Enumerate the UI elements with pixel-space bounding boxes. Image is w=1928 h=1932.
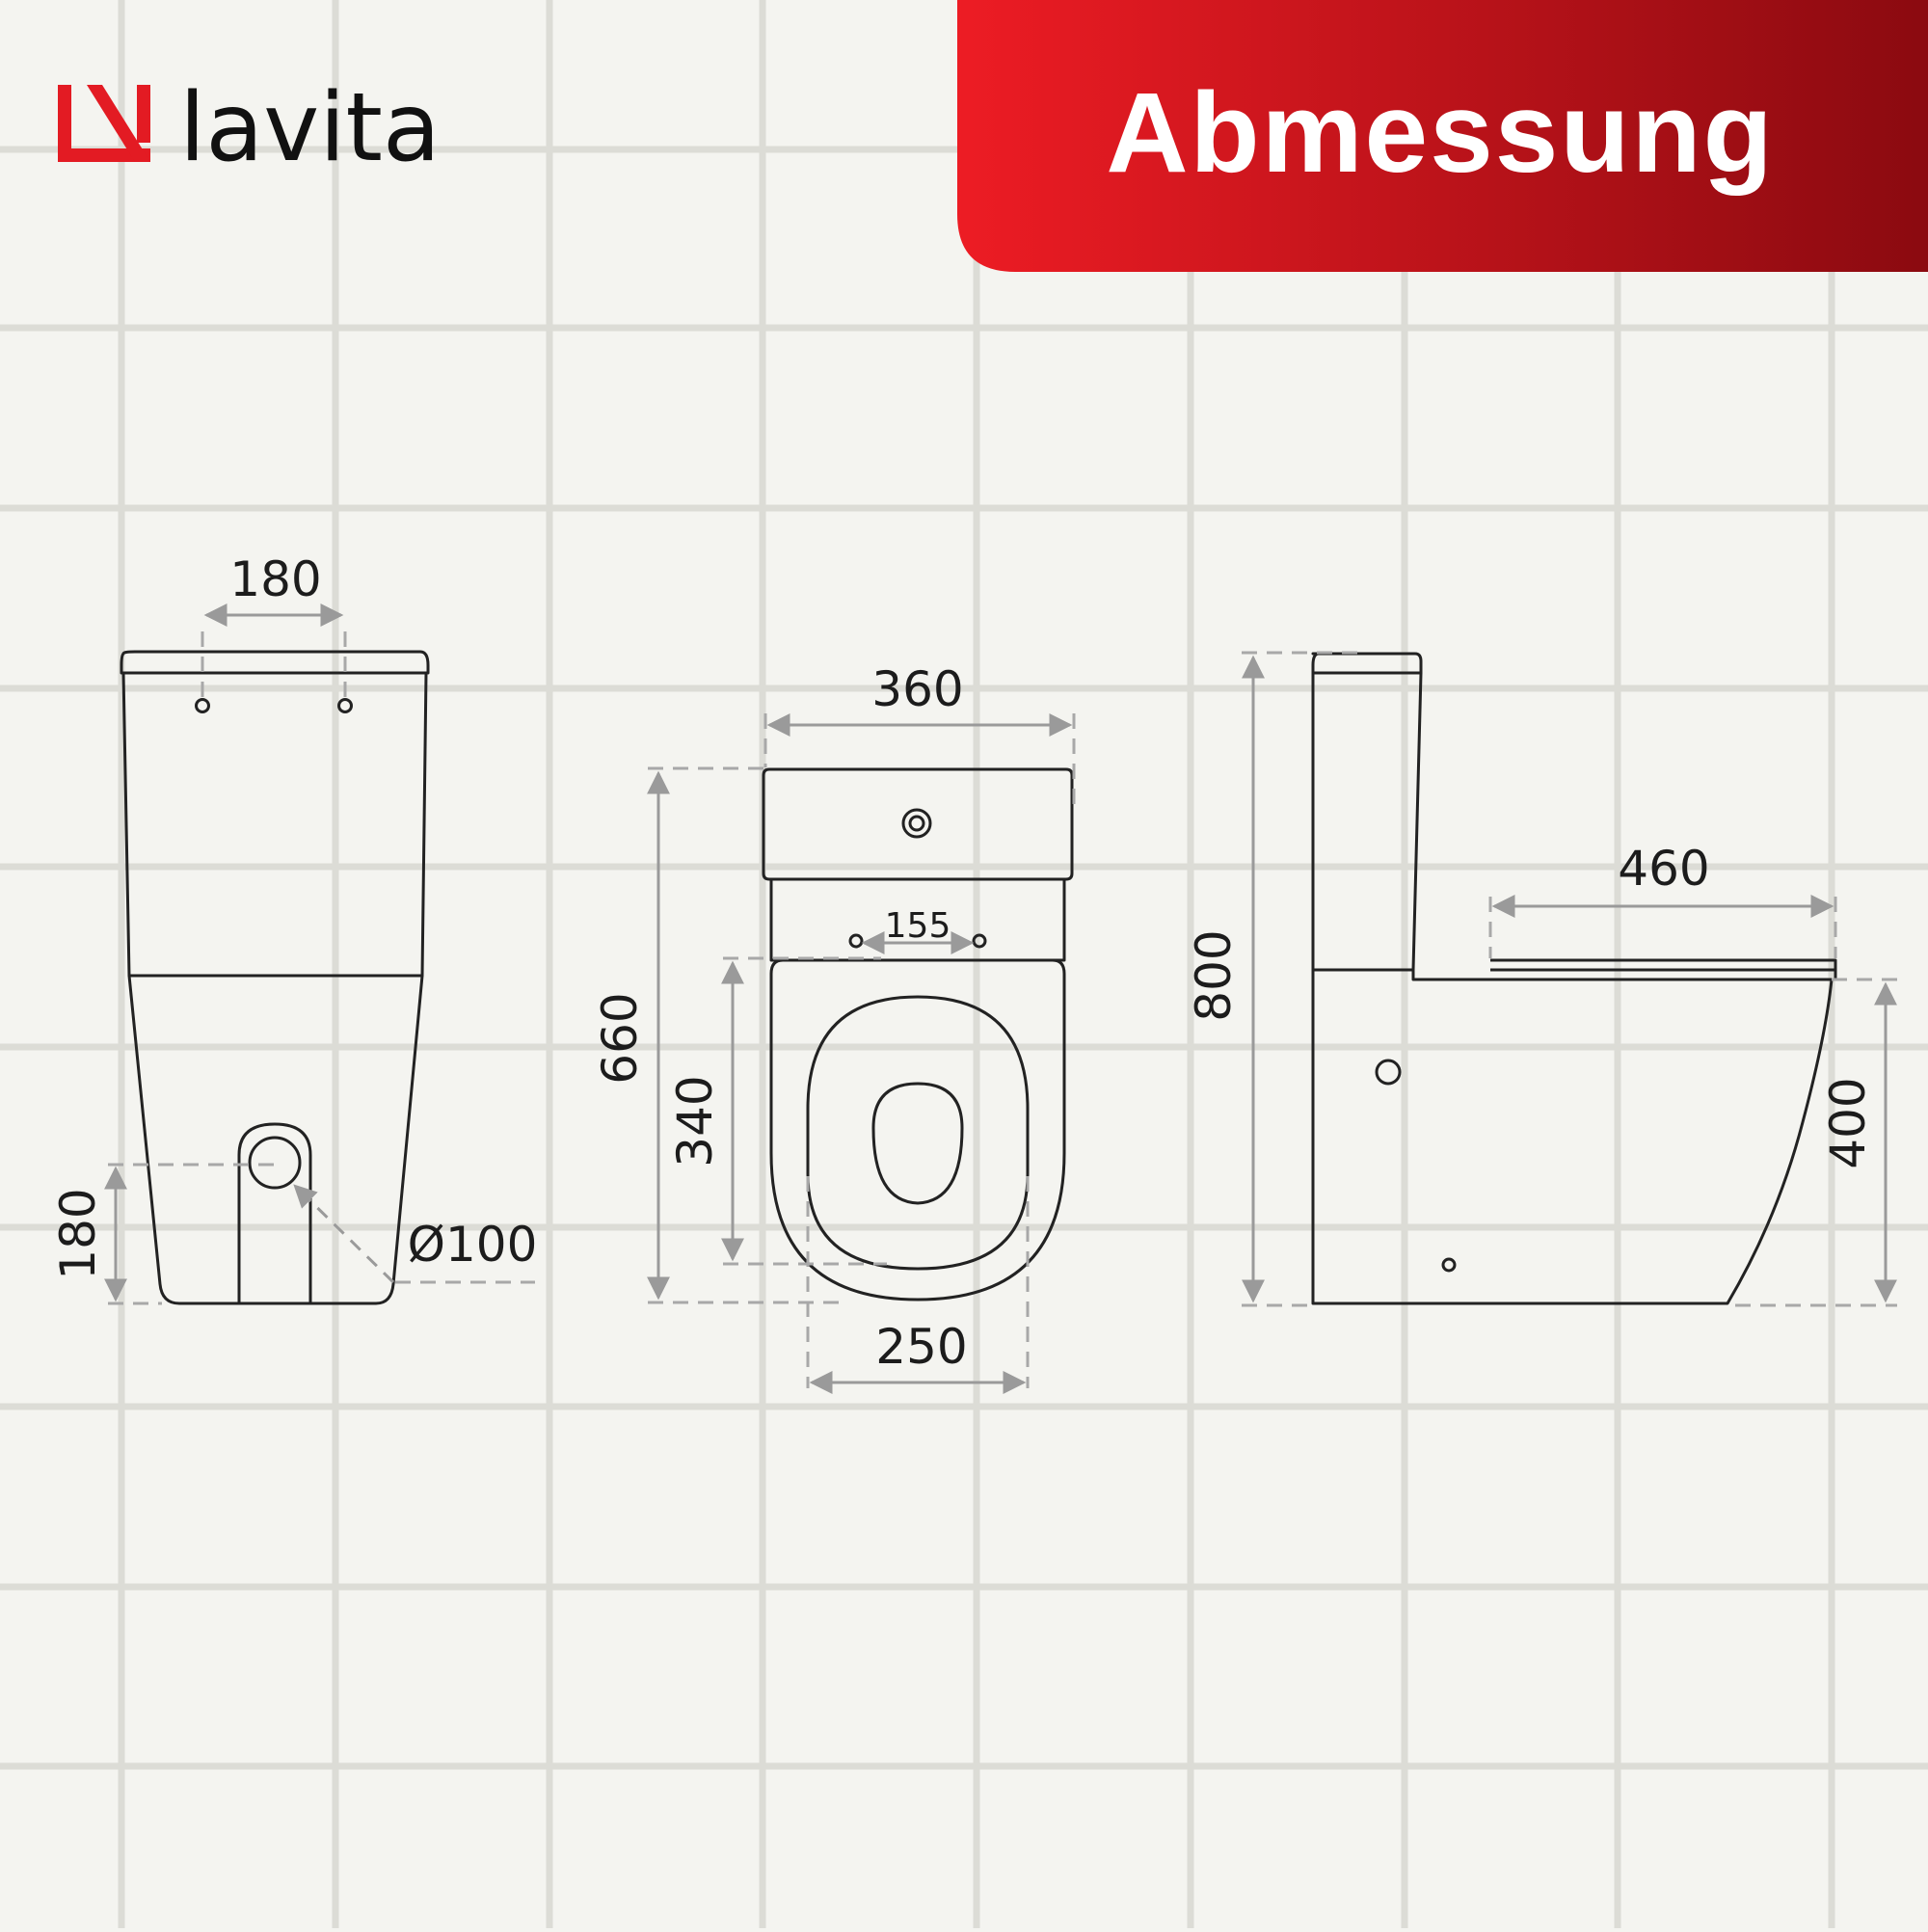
side-seat-height-label: 400 <box>1820 1077 1876 1168</box>
top-base-width-label: 250 <box>875 1319 967 1375</box>
side-view <box>1311 652 1837 1305</box>
banner-title: Abmessung <box>1106 69 1774 197</box>
front-outlet-height-label: 180 <box>50 1188 106 1279</box>
logo-mark-icon <box>58 85 150 162</box>
brand-logo: lavita <box>58 73 441 183</box>
outlet-diameter-label: Ø100 <box>408 1217 538 1273</box>
top-dimensions: 360 660 155 340 250 <box>592 661 1076 1394</box>
side-dimensions: 800 460 400 <box>1186 651 1897 1307</box>
side-height-label: 800 <box>1186 929 1242 1021</box>
top-width-label: 360 <box>871 661 963 717</box>
front-dimensions: 180 180 Ø100 <box>50 551 538 1305</box>
top-bowl-length-label: 340 <box>667 1075 723 1167</box>
front-width-label: 180 <box>229 551 321 607</box>
front-view <box>120 650 430 1305</box>
top-view <box>762 767 1074 1301</box>
top-hole-spacing-label: 155 <box>885 906 951 946</box>
title-banner: Abmessung <box>957 0 1928 272</box>
brand-name: lavita <box>179 73 441 183</box>
side-seat-length-label: 460 <box>1618 841 1709 897</box>
top-length-label: 660 <box>592 992 648 1084</box>
